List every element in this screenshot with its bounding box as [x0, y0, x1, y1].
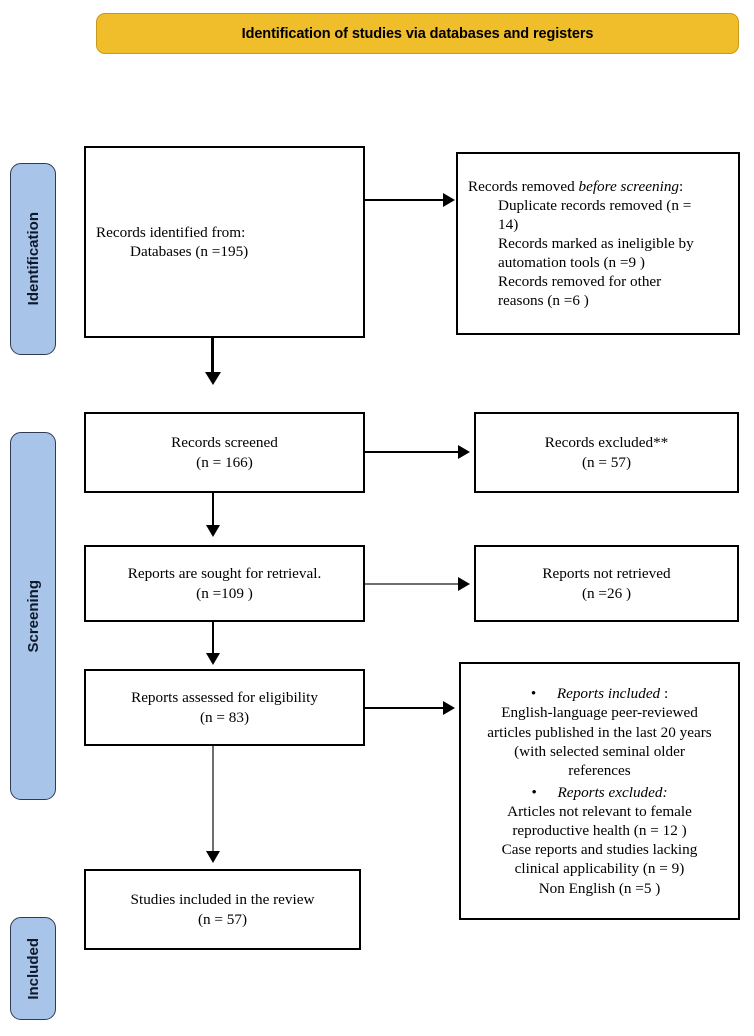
box-records-identified: Records identified from: Databases (n =1…	[84, 146, 365, 338]
arrow-screened-to-sought-head	[206, 525, 220, 537]
records-screened-line2: (n = 166)	[196, 453, 253, 471]
phase-tab-included-label: Included	[24, 937, 42, 1000]
records-removed-heading-plain: Records removed	[468, 177, 579, 195]
bullet-icon-2: •	[531, 783, 537, 801]
arrow-sought-to-assessed-line	[212, 622, 214, 658]
box-reports-not-retrieved: Reports not retrieved (n =26 )	[474, 545, 739, 622]
box-reports-included-excluded-body: • Reports included : English-language pee…	[461, 684, 738, 898]
reports-excluded-line4: clinical applicability (n = 9)	[514, 860, 685, 878]
records-removed-heading-colon: :	[679, 177, 684, 195]
reports-excluded-line1: Articles not relevant to female	[507, 803, 692, 821]
phase-tab-identification-label: Identification	[24, 212, 42, 306]
reports-excluded-line3: Case reports and studies lacking	[501, 841, 698, 859]
reports-included-line2: articles published in the last 20 years	[487, 723, 712, 741]
reports-included-heading-italic: Reports included	[556, 685, 661, 703]
reports-included-line4: references	[568, 761, 631, 779]
arrow-identified-to-removed-head	[443, 193, 455, 207]
box-records-excluded-body: Records excluded** (n = 57)	[476, 433, 737, 471]
arrow-screened-to-excluded-head	[458, 445, 470, 459]
box-records-removed-body: Records removed before screening: Duplic…	[458, 177, 738, 311]
reports-not-retrieved-line2: (n =26 )	[581, 584, 632, 602]
records-excluded-line1: Records excluded**	[544, 434, 669, 452]
reports-included-line1: English-language peer-reviewed	[501, 704, 698, 722]
reports-included-line3: (with selected seminal older	[514, 742, 685, 760]
page-title: Identification of studies via databases …	[241, 25, 594, 42]
records-removed-line1: Duplicate records removed (n =	[498, 196, 692, 214]
phase-tab-included: Included	[10, 917, 56, 1020]
reports-excluded-heading-italic: Reports excluded:	[557, 783, 668, 801]
box-studies-included-body: Studies included in the review (n = 57)	[86, 890, 359, 928]
arrow-assessed-to-included-excluded-head	[443, 701, 455, 715]
arrow-assessed-to-studies-included-head	[206, 851, 220, 863]
arrow-identified-to-removed-line	[365, 199, 445, 202]
reports-assessed-line1: Reports assessed for eligibility	[131, 689, 318, 707]
records-excluded-line2: (n = 57)	[581, 453, 632, 471]
phase-tab-identification: Identification	[10, 163, 56, 355]
reports-assessed-line2: (n = 83)	[199, 708, 250, 726]
records-removed-line4: automation tools (n =9 )	[498, 254, 645, 272]
records-removed-heading-italic: before screening	[578, 177, 680, 195]
box-reports-included-excluded: • Reports included : English-language pee…	[459, 662, 740, 920]
box-reports-sought-for-retrieval: Reports are sought for retrieval. (n =10…	[84, 545, 365, 622]
records-removed-line2: 14)	[498, 215, 519, 233]
arrow-identified-to-screened-line	[211, 338, 215, 378]
phase-tab-screening-label: Screening	[24, 579, 42, 653]
arrow-assessed-to-studies-included-line	[212, 746, 215, 854]
arrow-screened-to-sought-line	[212, 493, 214, 529]
records-screened-line1: Records screened	[171, 434, 278, 452]
records-removed-line3: Records marked as ineligible by	[498, 234, 694, 252]
box-records-screened: Records screened (n = 166)	[84, 412, 365, 493]
studies-included-line2: (n = 57)	[197, 910, 248, 928]
box-reports-sought-body: Reports are sought for retrieval. (n =10…	[86, 564, 363, 602]
studies-included-line1: Studies included in the review	[130, 891, 315, 909]
records-removed-line6: reasons (n =6 )	[498, 292, 589, 310]
phase-tab-screening: Screening	[10, 432, 56, 800]
bullet-icon: •	[530, 685, 537, 703]
reports-sought-line1: Reports are sought for retrieval.	[127, 565, 322, 583]
box-reports-not-retrieved-body: Reports not retrieved (n =26 )	[476, 564, 737, 602]
arrow-sought-to-assessed-head	[206, 653, 220, 665]
header-banner: Identification of studies via databases …	[96, 13, 739, 54]
reports-included-heading-colon: :	[660, 685, 669, 703]
box-reports-assessed-for-eligibility: Reports assessed for eligibility (n = 83…	[84, 669, 365, 746]
box-studies-included-in-review: Studies included in the review (n = 57)	[84, 869, 361, 950]
box-records-removed: Records removed before screening: Duplic…	[456, 152, 740, 335]
box-reports-assessed-body: Reports assessed for eligibility (n = 83…	[86, 688, 363, 726]
box-records-excluded: Records excluded** (n = 57)	[474, 412, 739, 493]
records-removed-line5: Records removed for other	[498, 273, 662, 291]
box-records-identified-body: Records identified from: Databases (n =1…	[86, 223, 363, 261]
box-records-screened-body: Records screened (n = 166)	[86, 433, 363, 471]
reports-sought-line2: (n =109 )	[196, 584, 253, 602]
reports-excluded-line5: Non English (n =5 )	[538, 879, 661, 897]
records-identified-line1: Records identified from:	[96, 223, 246, 241]
reports-included-heading: • Reports included :	[471, 684, 728, 703]
records-identified-line2: Databases (n =195)	[130, 243, 249, 260]
arrow-sought-to-not-retrieved-head	[458, 577, 470, 591]
arrow-assessed-to-included-excluded-line	[365, 707, 445, 710]
reports-excluded-heading: • Reports excluded:	[471, 783, 728, 802]
arrow-screened-to-excluded-line	[365, 451, 460, 454]
arrow-identified-to-screened-head	[205, 372, 221, 385]
arrow-sought-to-not-retrieved-line	[365, 583, 460, 586]
records-removed-heading: Records removed before screening:	[468, 177, 728, 196]
reports-excluded-line2: reproductive health (n = 12 )	[512, 822, 687, 840]
reports-not-retrieved-line1: Reports not retrieved	[542, 565, 671, 583]
